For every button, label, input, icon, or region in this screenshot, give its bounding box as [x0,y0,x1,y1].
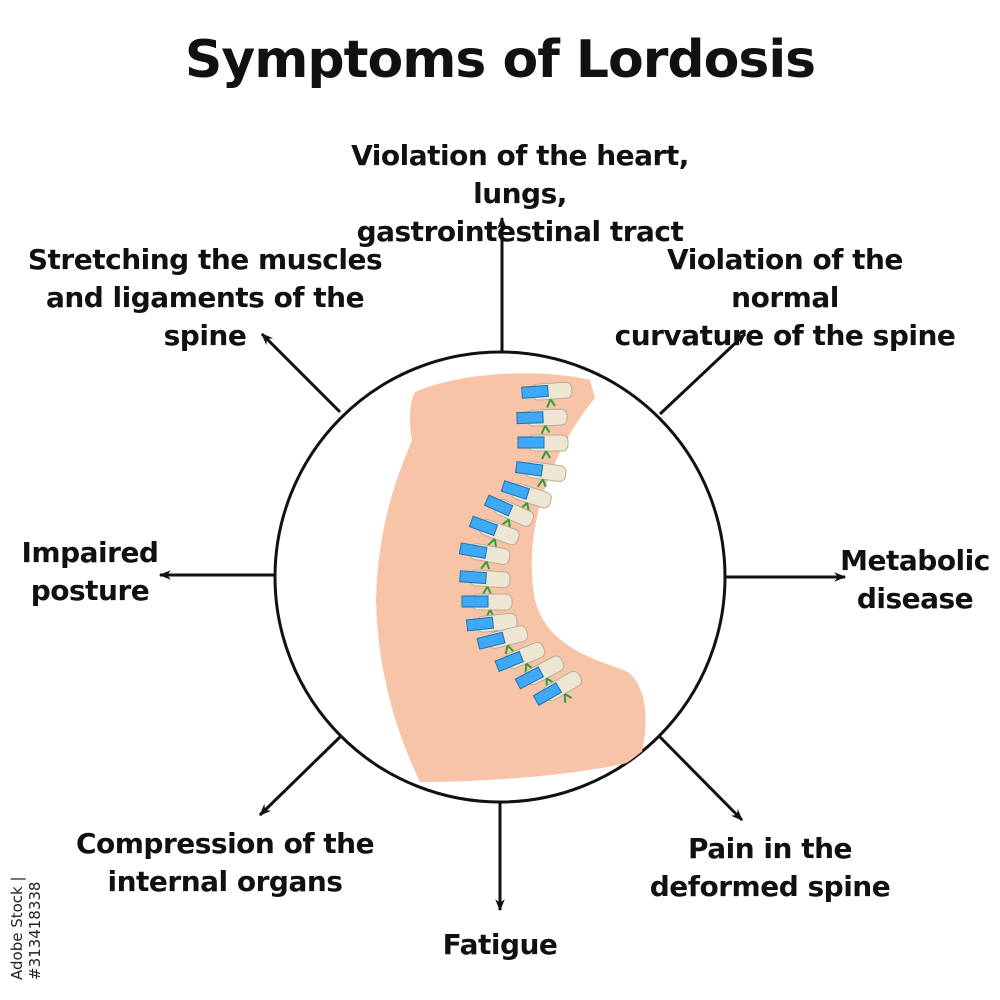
symptom-bottom: Fatigue [442,928,558,961]
nerve-root [480,561,491,570]
nerve-root [540,425,551,435]
intervertebral-disc [500,480,531,500]
arrow-up-right [658,332,747,416]
nerve-root [541,450,551,460]
intervertebral-disc [514,460,544,477]
intervertebral-disc [468,515,499,537]
intervertebral-disc [465,616,495,632]
nerve-root [546,398,556,408]
vertebra [476,625,529,655]
stock-watermark: Adobe Stock | #313418338 [8,876,44,980]
symptom-top-left: Stretching the muscles and ligaments of … [27,243,383,352]
arrow-down-left [258,735,342,817]
intervertebral-disc [516,411,544,425]
intervertebral-disc [476,631,506,650]
nerve-root [536,478,547,488]
nerve-root [487,538,498,548]
vertebra [494,641,546,673]
intervertebral-disc [521,384,549,399]
nerve-root [504,644,514,655]
intervertebral-disc [514,666,545,690]
intervertebral-disc [458,542,488,559]
intervertebral-disc [517,436,545,449]
spine [458,381,583,707]
nerve-root [563,693,573,703]
page-title: Symptoms of Lordosis [184,30,816,90]
vertebra [516,408,568,435]
intervertebral-disc [483,494,514,517]
nerve-root [482,586,492,595]
symptom-bottom-left: Compression of the internal organs [75,827,375,898]
vertebra [461,593,513,619]
symptom-right: Metabolic disease [840,544,990,615]
intervertebral-disc [494,650,524,673]
intervertebral-disc [461,595,489,608]
vertebra [483,494,535,528]
nerve-root [501,518,511,528]
vertebra [514,655,565,690]
vertebra [514,460,567,488]
symptom-bottom-right: Pain in the deformed spine [649,832,891,903]
vertebra [500,480,552,511]
vertebra [521,381,573,408]
vertebra [517,434,569,460]
vertebra [458,542,511,570]
arrow-down-right [658,735,744,822]
vertebra [468,515,520,548]
vertebra [459,569,511,595]
intervertebral-disc [532,682,563,707]
symptom-top-right: Violation of the normal curvature of the… [614,243,956,352]
arrows [158,216,847,912]
intervertebral-disc [459,570,487,585]
arrow-up-left [260,332,342,414]
spine-illustration [273,350,727,804]
symptom-top: Violation of the heart, lungs, gastroint… [351,139,689,248]
symptom-left: Impaired posture [21,536,159,607]
vertebra [532,670,583,707]
vertebra [465,612,518,640]
